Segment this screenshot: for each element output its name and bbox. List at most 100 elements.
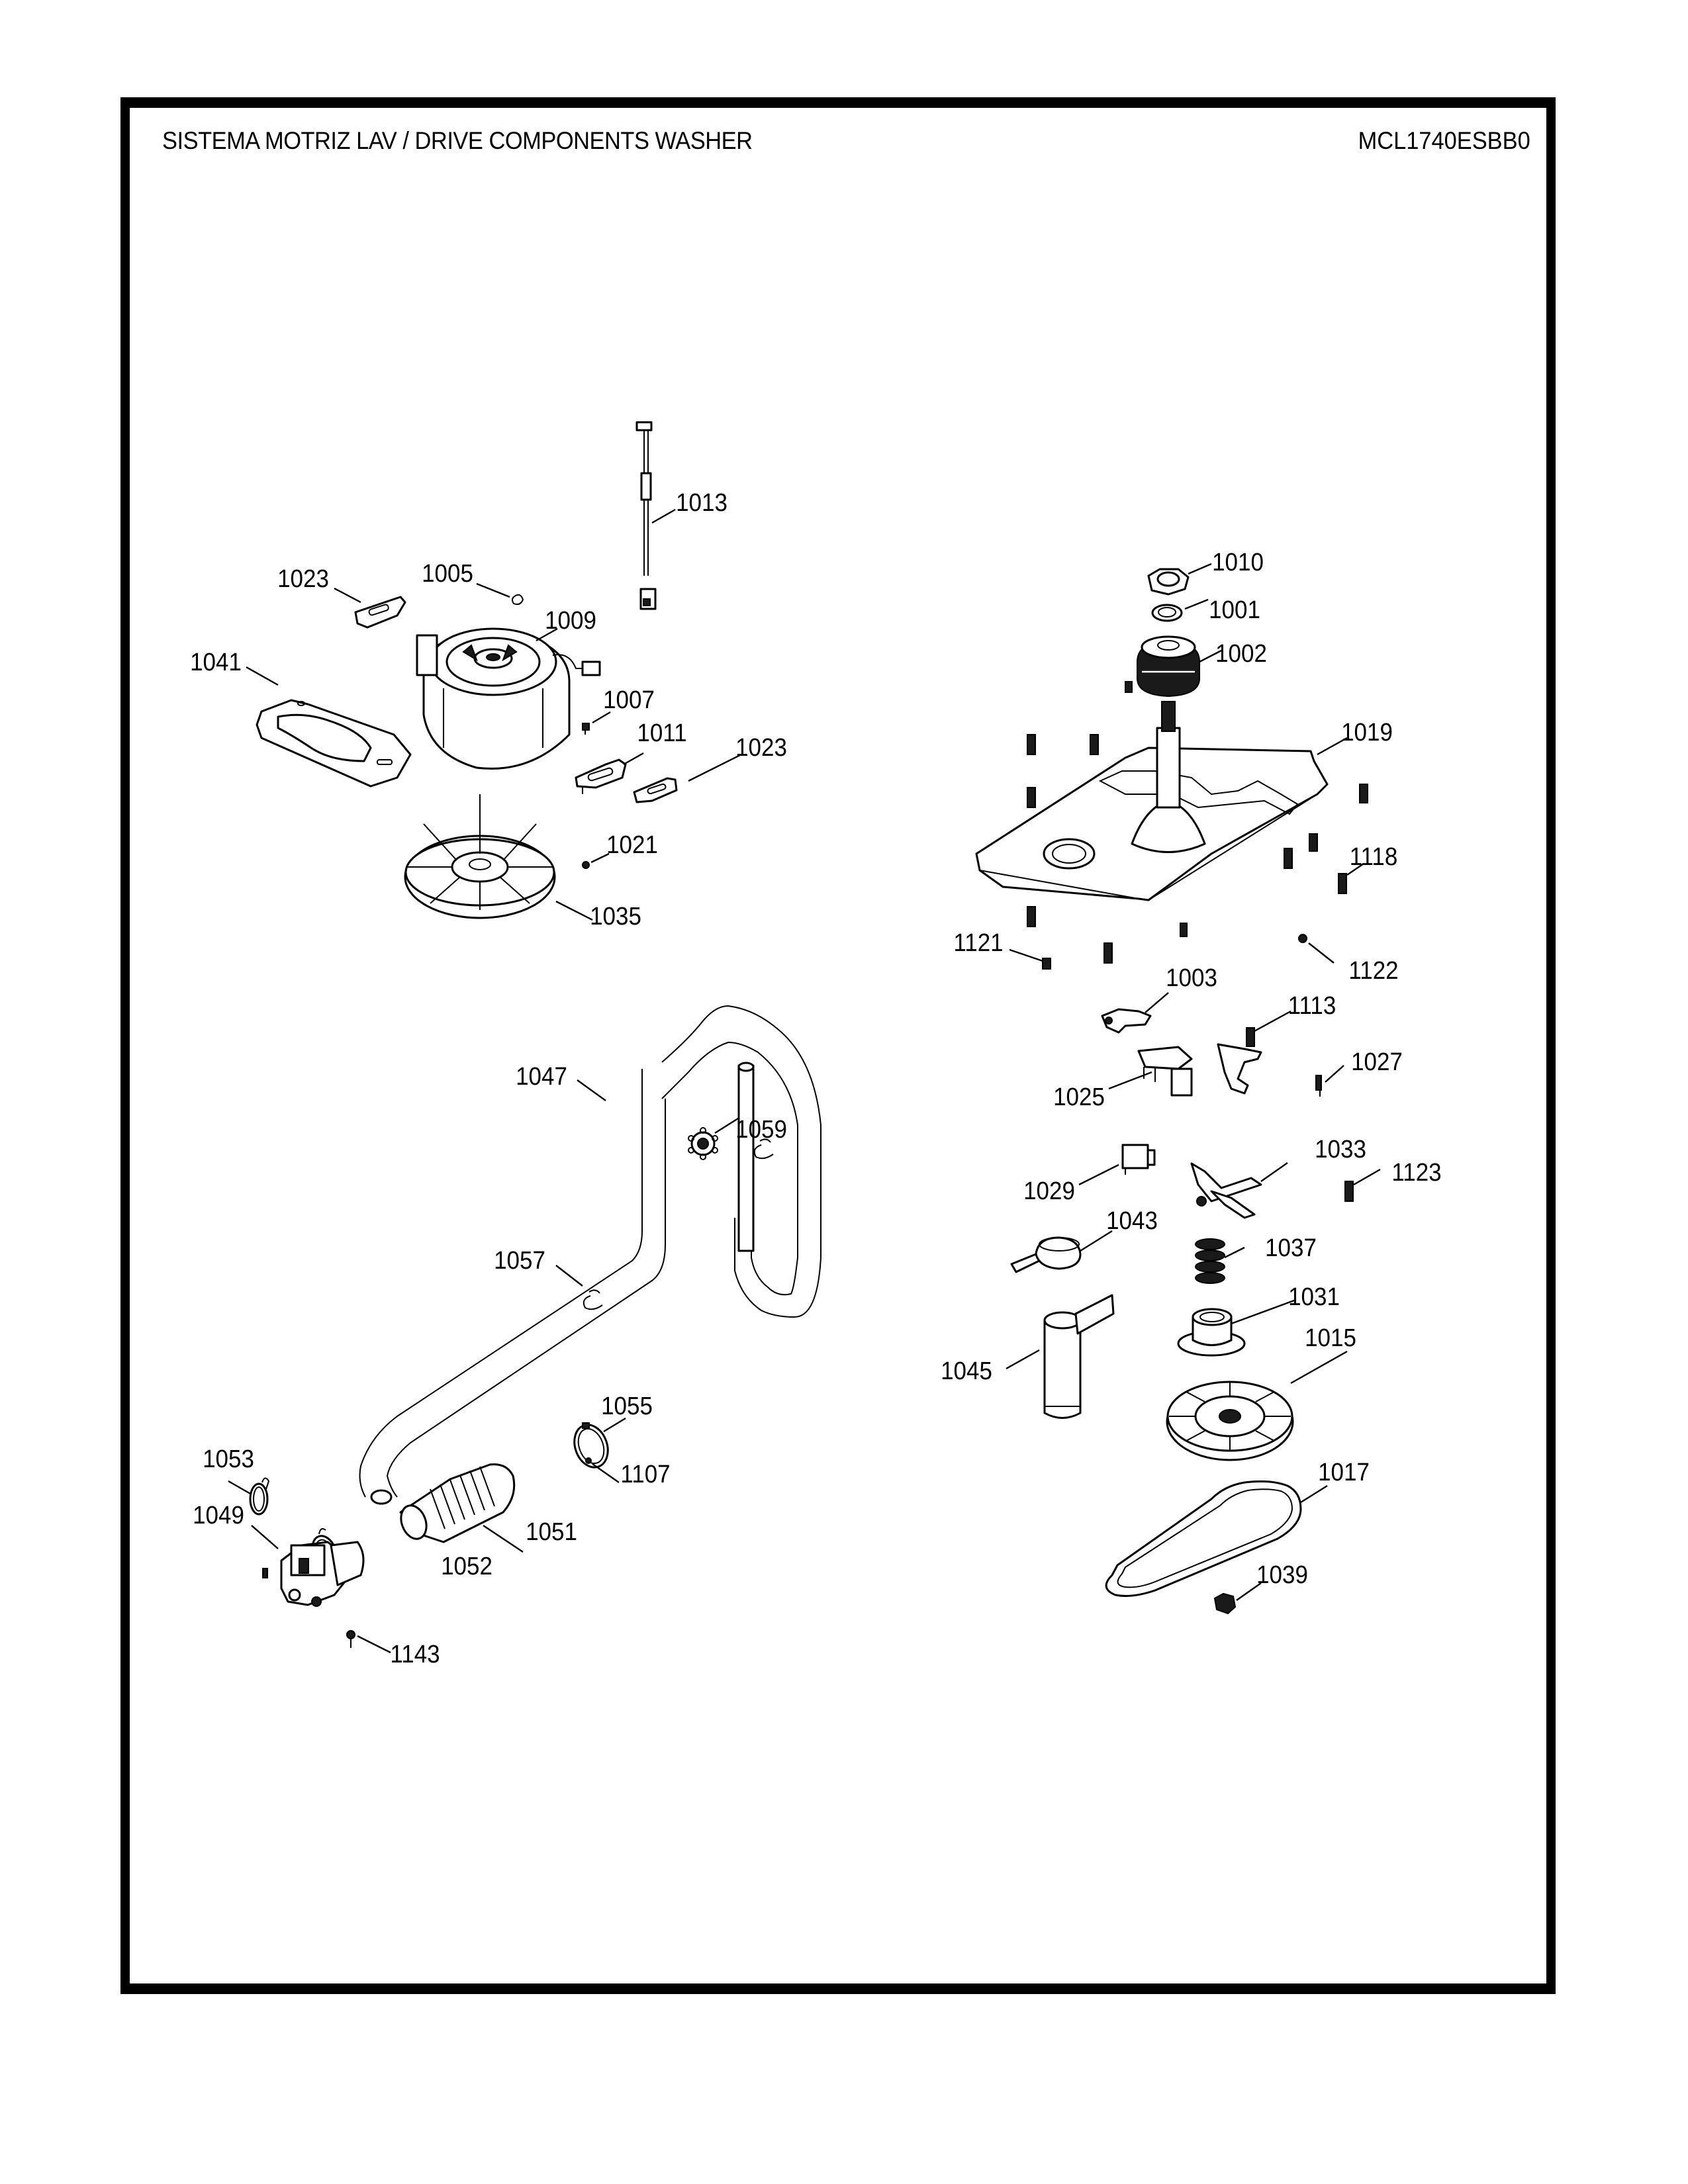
fan-icon[interactable] [404,794,556,919]
leader-1107 [592,1463,620,1483]
leader-1043 [1080,1230,1113,1252]
hex-nut-icon[interactable] [1147,568,1190,596]
leader-1033 [1260,1162,1288,1182]
callout-1122: 1122 [1348,957,1399,985]
shift-actuator-icon[interactable] [1137,1043,1262,1097]
callout-1059: 1059 [735,1116,787,1144]
leader-1041 [246,666,279,686]
hose-clip-icon[interactable] [583,1289,603,1310]
callout-1007: 1007 [603,686,655,714]
clutch-gear-icon[interactable] [1177,1308,1246,1357]
leader-1121 [1009,948,1043,962]
callout-1113: 1113 [1288,992,1336,1020]
coil-spring-icon[interactable] [1195,1238,1225,1284]
small-clip-icon[interactable] [582,723,590,735]
leader-1002 [1199,649,1222,663]
solenoid-icon[interactable] [1121,1144,1156,1175]
bolt-icon[interactable] [1246,1027,1255,1047]
screw-icon[interactable] [1344,1181,1354,1202]
callout-1033: 1033 [1315,1136,1366,1163]
leader-1035 [555,900,593,921]
motor-icon[interactable] [416,627,601,770]
leader-1031 [1231,1299,1295,1325]
leader-1029 [1078,1163,1119,1186]
nut-icon[interactable] [582,861,590,869]
callout-1055: 1055 [601,1392,653,1420]
strap-bracket-icon[interactable] [1010,1236,1082,1273]
drive-belt-icon[interactable] [1105,1480,1302,1597]
page-title: SISTEMA MOTRIZ LAV / DRIVE COMPONENTS WA… [162,127,753,154]
hose-clip-icon [753,1138,774,1160]
sensor-harness-icon[interactable] [635,421,657,610]
callout-1003: 1003 [1166,964,1217,992]
leader-1047 [577,1079,606,1101]
callout-1021: 1021 [606,831,658,859]
callout-1057: 1057 [494,1247,545,1275]
rivet-icon[interactable] [1298,934,1307,943]
leader-1027 [1325,1065,1344,1083]
mounting-pad-icon[interactable] [633,777,678,803]
callout-1027: 1027 [1351,1048,1403,1076]
leader-1037 [1224,1246,1245,1259]
leader-1057 [555,1265,583,1287]
callout-1010: 1010 [1212,549,1264,576]
shift-fork-icon[interactable] [1190,1162,1262,1219]
callout-1029: 1029 [1023,1177,1075,1205]
leader-1021 [590,852,610,864]
callout-1051: 1051 [526,1518,577,1546]
mounting-plate-icon[interactable] [975,681,1368,964]
callout-1107: 1107 [620,1461,671,1488]
mounting-pad-icon[interactable] [354,596,406,629]
drain-pump-icon[interactable] [280,1541,365,1607]
leader-1007 [592,711,611,724]
pulley-icon[interactable] [1166,1381,1294,1461]
callout-1001: 1001 [1209,596,1260,624]
callout-1052: 1052 [441,1553,492,1580]
bracket-icon[interactable] [575,758,627,794]
screw-icon[interactable] [1338,873,1347,894]
callout-1013: 1013 [676,489,727,517]
seal-bearing-icon[interactable] [1137,635,1200,698]
leader-1013 [651,508,676,524]
callout-1023: 1023 [735,734,787,762]
nut-icon[interactable] [1213,1592,1237,1615]
callout-1039: 1039 [1256,1561,1308,1589]
hose-clamp-icon[interactable] [569,1420,614,1472]
bellows-hose-icon[interactable] [397,1463,516,1543]
washer-icon[interactable] [1151,604,1183,622]
screw-icon[interactable] [346,1630,355,1648]
callout-1143: 1143 [390,1641,440,1668]
callout-1009: 1009 [545,607,596,635]
lever-icon[interactable] [1101,1008,1152,1034]
leader-1045 [1006,1349,1040,1370]
leader-1009 [536,627,558,642]
callout-1045: 1045 [941,1357,992,1385]
spring-icon[interactable] [1315,1075,1322,1097]
screw-icon[interactable] [1042,958,1051,970]
leader-1025 [1108,1071,1152,1090]
leader-1122 [1308,942,1335,964]
model-number: MCL1740ESBB0 [1358,127,1530,154]
motor-cover-icon[interactable] [256,699,412,788]
leader-1015 [1290,1350,1348,1385]
clip-icon[interactable] [512,594,524,606]
leader-1143 [357,1635,391,1654]
leader-1053 [228,1480,252,1496]
leader-1059 [714,1117,739,1134]
screw-icon[interactable] [585,1457,592,1464]
callout-1053: 1053 [203,1445,254,1473]
callout-1019: 1019 [1341,719,1393,747]
hose-clamp-icon[interactable] [249,1477,270,1516]
callout-1123: 1123 [1391,1159,1442,1187]
callout-1031: 1031 [1288,1283,1340,1311]
callout-1005: 1005 [422,560,473,588]
callout-1118: 1118 [1349,843,1398,871]
capacitor-icon[interactable] [1043,1294,1115,1419]
callout-1035: 1035 [590,903,641,931]
leader-1001 [1184,598,1209,610]
leader-1003 [1145,992,1169,1013]
drain-hose-icon[interactable] [359,1005,821,1505]
leader-1055 [603,1417,626,1433]
hose-clip-icon[interactable] [688,1127,718,1160]
